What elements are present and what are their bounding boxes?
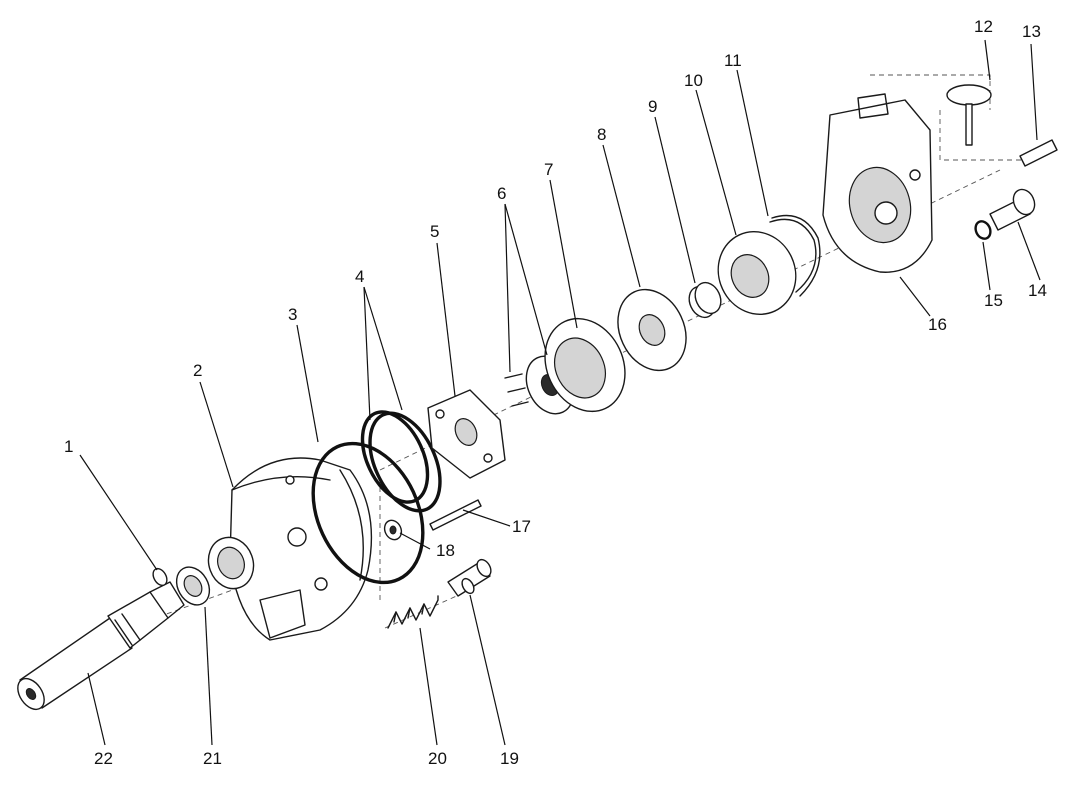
part-4-o-rings xyxy=(360,410,442,513)
part-8-pressure-plate xyxy=(617,288,687,372)
part-18-seal xyxy=(383,519,403,541)
callout-labels: 1 2 3 4 5 6 7 8 9 10 11 12 13 14 15 16 1… xyxy=(64,17,1047,768)
callout-21: 21 xyxy=(203,749,222,768)
part-1-snap-ring xyxy=(152,567,168,587)
callout-17: 17 xyxy=(512,517,531,536)
part-17-pin xyxy=(429,499,482,531)
part-19-valve xyxy=(447,558,492,597)
callout-20: 20 xyxy=(428,749,447,768)
part-5-plate xyxy=(427,389,506,479)
leader-lines xyxy=(79,39,1041,746)
part-2-pump-housing xyxy=(207,457,373,641)
part-14-fitting xyxy=(989,188,1036,231)
callout-18: 18 xyxy=(436,541,455,560)
callout-16: 16 xyxy=(928,315,947,334)
callout-8: 8 xyxy=(597,125,606,144)
callout-6: 6 xyxy=(497,184,506,203)
callout-9: 9 xyxy=(648,97,657,116)
callout-5: 5 xyxy=(430,222,439,241)
part-9-spring xyxy=(688,281,722,319)
callout-1: 1 xyxy=(64,437,73,456)
callout-12: 12 xyxy=(974,17,993,36)
part-7-cam-ring xyxy=(544,317,626,413)
callout-4: 4 xyxy=(355,267,364,286)
part-22-shaft xyxy=(17,581,185,711)
callout-13: 13 xyxy=(1022,22,1041,41)
callout-15: 15 xyxy=(984,291,1003,310)
part-15-o-ring xyxy=(974,220,992,240)
callout-10: 10 xyxy=(684,71,703,90)
part-11-retaining-ring xyxy=(769,214,821,297)
callout-2: 2 xyxy=(193,361,202,380)
callout-14: 14 xyxy=(1028,281,1047,300)
callout-11: 11 xyxy=(724,51,742,70)
part-13-stud xyxy=(1019,139,1058,167)
part-20-spring xyxy=(387,595,439,629)
part-10-end-cap xyxy=(717,230,797,316)
part-16-reservoir xyxy=(822,93,933,273)
part-3-o-ring xyxy=(311,441,425,585)
part-21-seal xyxy=(175,566,211,606)
callout-7: 7 xyxy=(544,160,553,179)
callout-22: 22 xyxy=(94,749,113,768)
callout-19: 19 xyxy=(500,749,519,768)
callout-3: 3 xyxy=(288,305,297,324)
part-12-cap-dipstick xyxy=(946,84,992,146)
